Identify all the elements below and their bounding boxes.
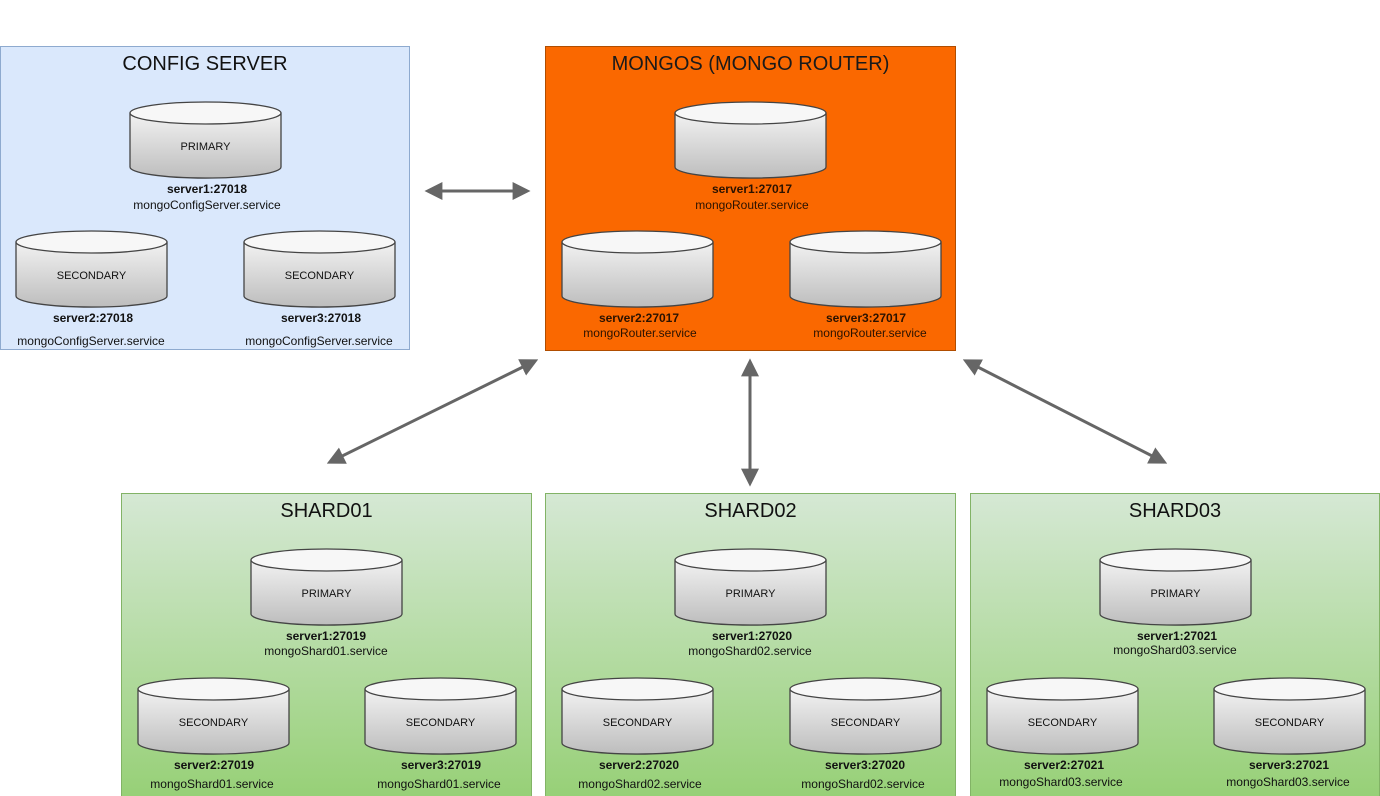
shard03-secondary1-host: server2:27021 bbox=[1023, 758, 1105, 772]
router-node2-db bbox=[561, 230, 714, 310]
router-node3-host: server3:27017 bbox=[825, 311, 907, 325]
mongos-router-panel: MONGOS (MONGO ROUTER) server1:27017 mong… bbox=[545, 46, 956, 351]
database-cylinder-icon bbox=[561, 677, 714, 755]
shard01-secondary2-db: SECONDARY bbox=[364, 677, 517, 757]
router-node3-service: mongoRouter.service bbox=[813, 326, 927, 340]
database-cylinder-icon bbox=[674, 548, 827, 626]
database-cylinder-icon bbox=[243, 230, 396, 308]
database-cylinder-icon bbox=[1099, 548, 1252, 626]
shard02-secondary2-db: SECONDARY bbox=[789, 677, 942, 757]
shard02-panel: SHARD02 PRIMARY server1:27020 mongoShard… bbox=[545, 493, 956, 796]
config-server-title: CONFIG SERVER bbox=[122, 53, 288, 75]
db-role-label: PRIMARY bbox=[180, 141, 231, 153]
router-node3-db bbox=[789, 230, 942, 310]
shard02-secondary2-host: server3:27020 bbox=[824, 758, 906, 772]
database-cylinder-icon bbox=[789, 230, 942, 308]
database-cylinder-icon bbox=[986, 677, 1139, 755]
router-shard03-arrow bbox=[962, 359, 1168, 464]
database-cylinder-icon bbox=[789, 677, 942, 755]
db-role-label: SECONDARY bbox=[178, 717, 249, 729]
database-cylinder-icon bbox=[137, 677, 290, 755]
db-role-label: SECONDARY bbox=[1027, 717, 1098, 729]
db-role-label: PRIMARY bbox=[301, 588, 352, 600]
shard03-primary-service: mongoShard03.service bbox=[1113, 643, 1237, 657]
router-node1-db bbox=[674, 101, 827, 181]
database-cylinder-icon bbox=[364, 677, 517, 755]
config-secondary1-service: mongoConfigServer.service bbox=[17, 334, 165, 348]
shard01-panel: SHARD01 PRIMARY server1:27019 mongoShard… bbox=[121, 493, 532, 796]
router-node1-service: mongoRouter.service bbox=[695, 198, 809, 212]
shard03-panel: SHARD03 PRIMARY server1:27021 mongoShard… bbox=[970, 493, 1380, 796]
config-primary-service: mongoConfigServer.service bbox=[133, 198, 281, 212]
shard01-title: SHARD01 bbox=[280, 500, 373, 522]
shard02-secondary1-service: mongoShard02.service bbox=[578, 777, 702, 791]
db-role-label: SECONDARY bbox=[56, 270, 127, 282]
shard03-primary-db: PRIMARY bbox=[1099, 548, 1252, 628]
db-role-label: SECONDARY bbox=[1254, 717, 1325, 729]
db-role-label: SECONDARY bbox=[830, 717, 901, 729]
config-secondary2-host: server3:27018 bbox=[280, 311, 362, 325]
shard02-secondary2-service: mongoShard02.service bbox=[801, 777, 925, 791]
shard02-secondary1-host: server2:27020 bbox=[598, 758, 680, 772]
shard03-secondary1-service: mongoShard03.service bbox=[999, 775, 1123, 789]
config-secondary2-service: mongoConfigServer.service bbox=[245, 334, 393, 348]
shard02-primary-service: mongoShard02.service bbox=[688, 644, 812, 658]
router-node2-service: mongoRouter.service bbox=[583, 326, 697, 340]
db-role-label: SECONDARY bbox=[284, 270, 355, 282]
config-secondary2-db: SECONDARY bbox=[243, 230, 396, 310]
database-cylinder-icon bbox=[250, 548, 403, 626]
shard01-secondary2-service: mongoShard01.service bbox=[377, 777, 501, 791]
db-role-label: SECONDARY bbox=[602, 717, 673, 729]
shard02-primary-host: server1:27020 bbox=[711, 629, 793, 643]
config-secondary1-db: SECONDARY bbox=[15, 230, 168, 310]
shard02-primary-db: PRIMARY bbox=[674, 548, 827, 628]
shard02-secondary1-db: SECONDARY bbox=[561, 677, 714, 757]
shard01-primary-service: mongoShard01.service bbox=[264, 644, 388, 658]
database-cylinder-icon bbox=[129, 101, 282, 179]
database-cylinder-icon bbox=[15, 230, 168, 308]
shard01-secondary2-host: server3:27019 bbox=[400, 758, 482, 772]
router-node1-host: server1:27017 bbox=[711, 182, 793, 196]
shard03-secondary1-db: SECONDARY bbox=[986, 677, 1139, 757]
config-primary-host: server1:27018 bbox=[166, 182, 248, 196]
shard03-primary-host: server1:27021 bbox=[1136, 629, 1218, 643]
shard03-secondary2-host: server3:27021 bbox=[1248, 758, 1330, 772]
config-server-panel: CONFIG SERVER PRIMARY server1:27018 mong… bbox=[0, 46, 410, 350]
router-shard01-arrow bbox=[326, 359, 539, 464]
shard01-primary-db: PRIMARY bbox=[250, 548, 403, 628]
mongos-router-title: MONGOS (MONGO ROUTER) bbox=[611, 53, 890, 75]
shard03-secondary2-service: mongoShard03.service bbox=[1226, 775, 1350, 789]
shard01-secondary1-db: SECONDARY bbox=[137, 677, 290, 757]
database-cylinder-icon bbox=[1213, 677, 1366, 755]
db-role-label: PRIMARY bbox=[1150, 588, 1201, 600]
shard01-secondary1-service: mongoShard01.service bbox=[150, 777, 274, 791]
shard02-title: SHARD02 bbox=[704, 500, 797, 522]
database-cylinder-icon bbox=[561, 230, 714, 308]
shard03-secondary2-db: SECONDARY bbox=[1213, 677, 1366, 757]
db-role-label: PRIMARY bbox=[725, 588, 776, 600]
config-secondary1-host: server2:27018 bbox=[52, 311, 134, 325]
router-node2-host: server2:27017 bbox=[598, 311, 680, 325]
config-primary-db: PRIMARY bbox=[129, 101, 282, 181]
database-cylinder-icon bbox=[674, 101, 827, 179]
db-role-label: SECONDARY bbox=[405, 717, 476, 729]
shard01-secondary1-host: server2:27019 bbox=[173, 758, 255, 772]
shard03-title: SHARD03 bbox=[1128, 500, 1222, 522]
shard01-primary-host: server1:27019 bbox=[285, 629, 367, 643]
